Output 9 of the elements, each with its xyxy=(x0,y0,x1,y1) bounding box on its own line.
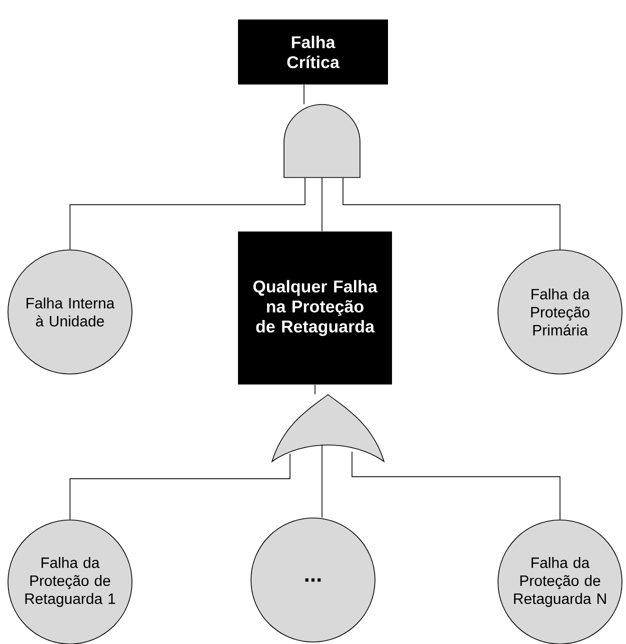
connector-line xyxy=(70,453,290,520)
connector-line xyxy=(352,451,560,520)
and-gate xyxy=(284,104,360,178)
event-box: Falha Crítica xyxy=(238,20,388,84)
connector-line xyxy=(342,177,560,250)
or-gate xyxy=(272,394,384,462)
event-box: Qualquer Falha na Proteção de Retaguarda xyxy=(238,232,392,384)
connector-line xyxy=(70,177,306,250)
connector-line xyxy=(314,384,316,395)
